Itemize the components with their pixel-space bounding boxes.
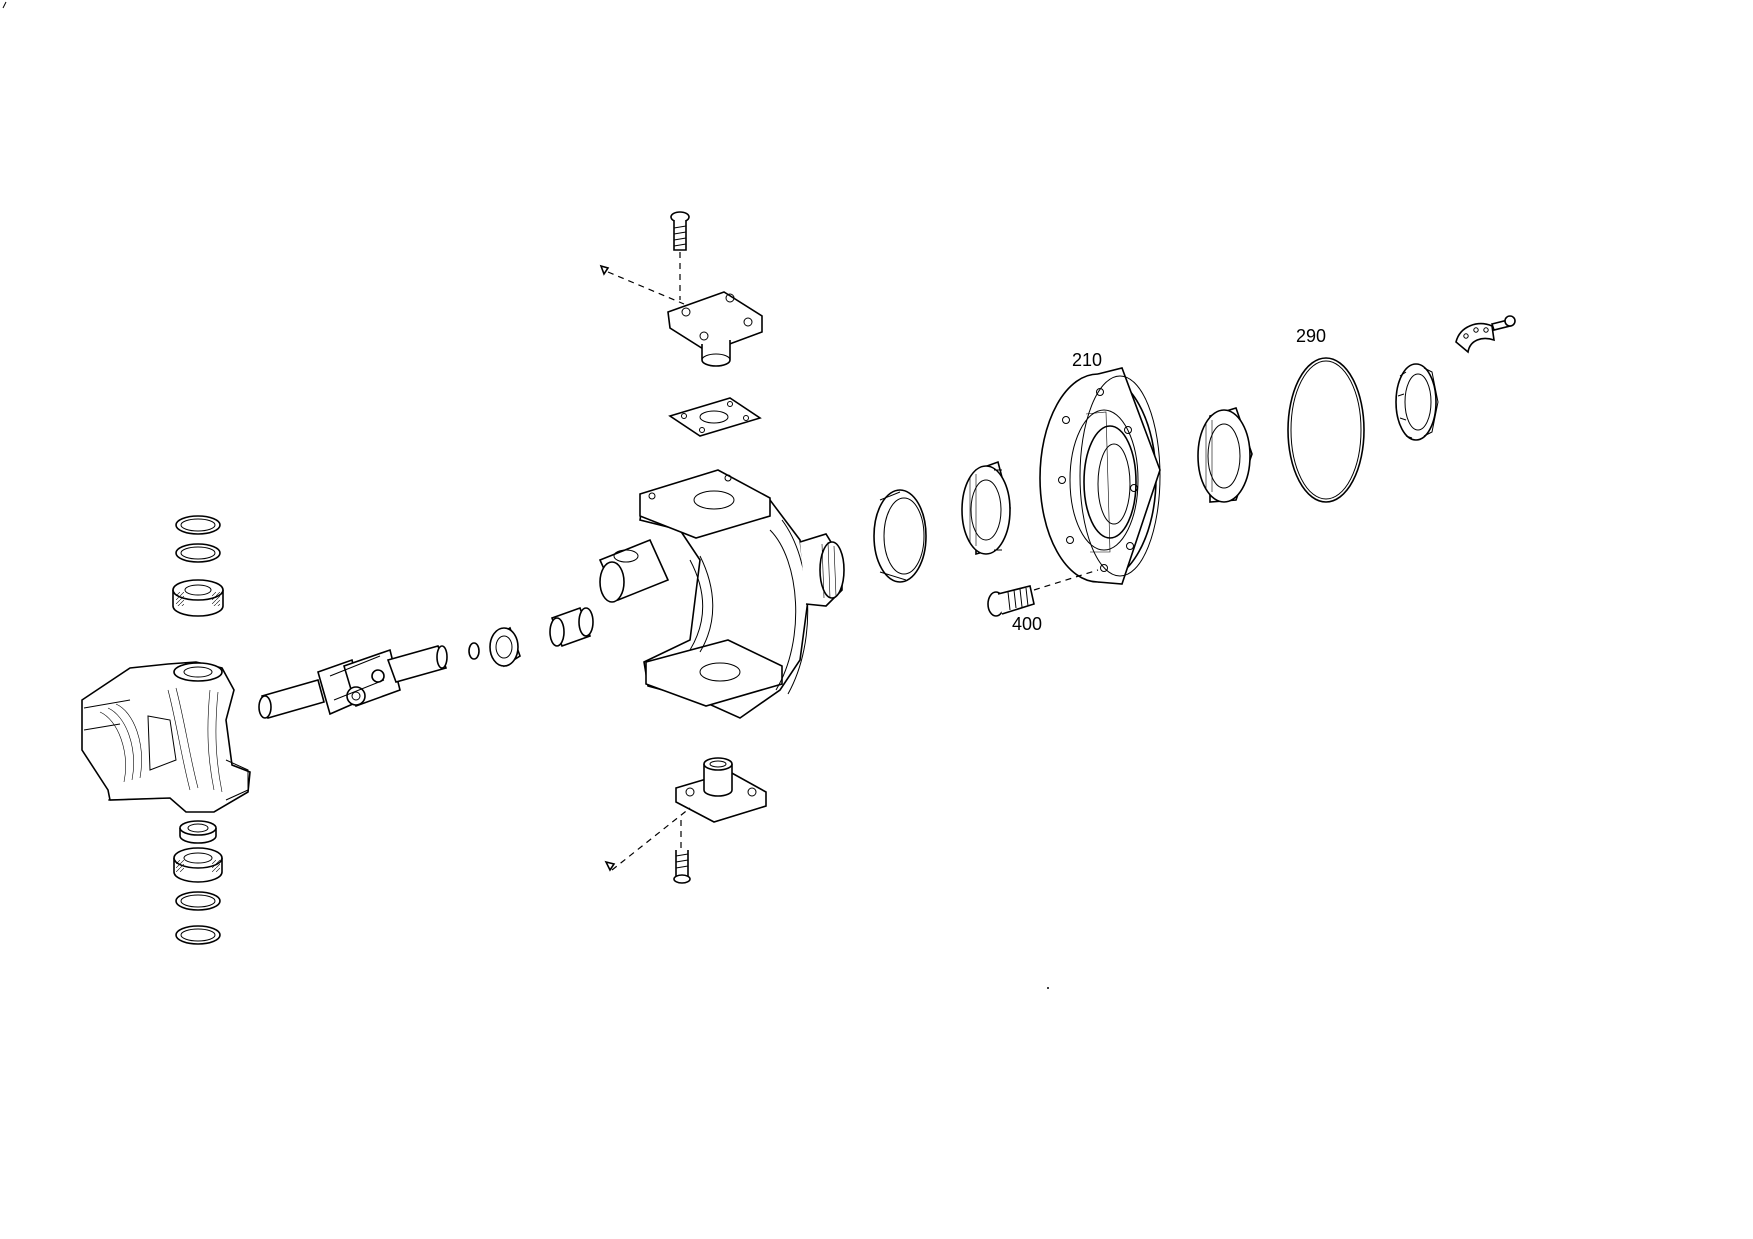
top-kingpin-cap (667, 291, 763, 367)
lower-seal-ring-2 (175, 925, 221, 945)
top-washer-axis (607, 271, 685, 305)
axle-housing (81, 661, 251, 813)
lower-kingpin-bearing (173, 847, 223, 883)
callout-400: 400 (1012, 614, 1043, 634)
callout-290: 290 (1296, 326, 1327, 346)
bottom-cap-bolt (673, 850, 691, 884)
lower-thrust-washer (179, 820, 217, 844)
bottom-lock-washer (604, 860, 616, 872)
corner-mark (2, 1, 7, 9)
callout-210: 210 (1072, 350, 1103, 370)
universal-joint-shaft (258, 645, 448, 719)
slotted-nut (1395, 363, 1439, 441)
steering-knuckle (598, 469, 845, 719)
upper-kingpin-bearing (172, 579, 224, 617)
upper-seal-ring-1 (175, 515, 221, 535)
shaft-snap-ring (468, 642, 480, 660)
shaft-bushing (549, 606, 594, 648)
stray-dot (1047, 987, 1049, 989)
o-ring (1287, 357, 1365, 503)
top-cap-gasket (668, 397, 762, 437)
o-ring-inner-edge (1290, 360, 1362, 500)
outer-tapered-bearing (1197, 407, 1253, 503)
top-cap-bolt (670, 211, 690, 251)
wheel-stud (987, 585, 1035, 617)
bottom-washer-axis (611, 807, 691, 871)
bearing-cup (873, 489, 927, 583)
lock-screw (1490, 315, 1516, 331)
upper-seal-ring-2 (175, 543, 221, 563)
wheel-hub (1039, 367, 1161, 585)
shaft-seal-bearing (489, 626, 521, 668)
stud-axis (1033, 569, 1099, 591)
lower-seal-ring-1 (175, 891, 221, 911)
lock-plate (1455, 322, 1495, 354)
inner-tapered-bearing (961, 460, 1011, 556)
top-lock-washer (599, 264, 610, 276)
bottom-kingpin-cap (675, 757, 767, 823)
